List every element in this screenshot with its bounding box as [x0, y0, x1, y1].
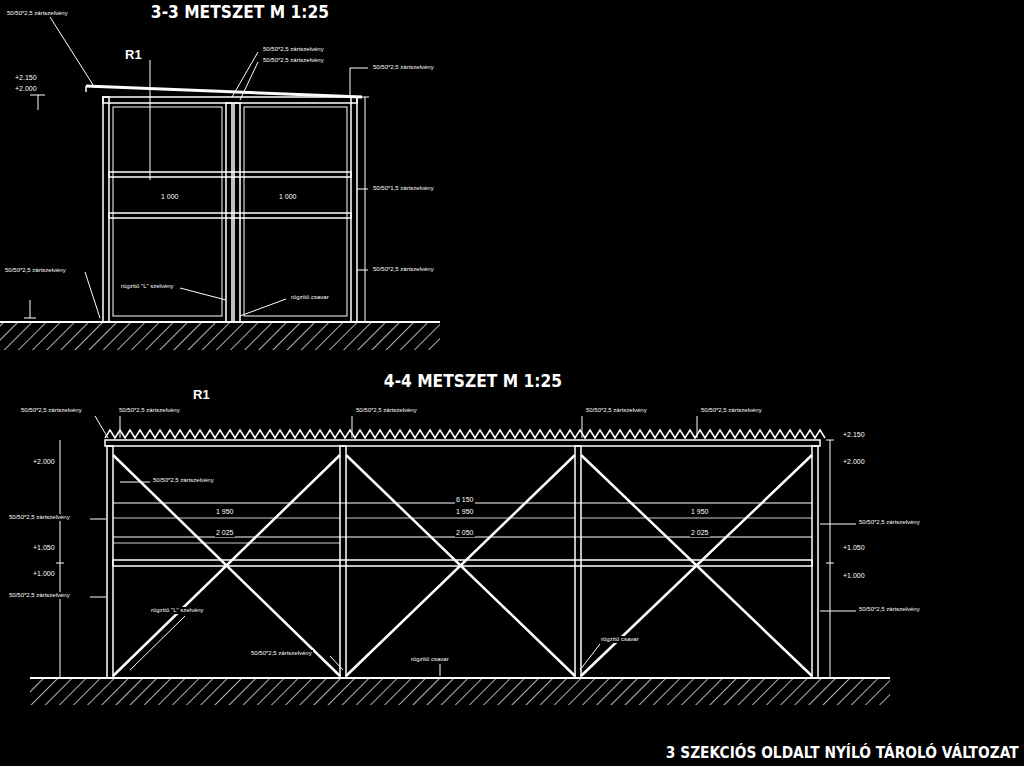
dimension-label: 50/50*2,5 zártszelvény — [8, 514, 71, 521]
dimension-label: +1.050 — [842, 544, 866, 552]
dimension-label: 50/50*2,5 zártszelvény — [858, 606, 921, 613]
dimension-label: +1.050 — [32, 544, 56, 552]
dimension-label: rögzítő "L" szelvény — [150, 607, 205, 614]
dimension-label: 50/50*2,5 zártszelvény — [355, 407, 418, 414]
dimension-label: +1.000 — [842, 572, 866, 580]
dimension-label: 50/50*1,5 zártszelvény — [372, 185, 435, 192]
dimension-label: rögzítő csavar — [410, 656, 450, 663]
dimension-label: +2.000 — [842, 458, 866, 466]
dimension-label: 50/50*2,5 zártszelvény — [858, 519, 921, 526]
dimension-label: 50/50*2,5 zártszelvény — [8, 592, 71, 599]
callout-number: R1 — [192, 388, 211, 402]
dimension-label: 50/50*2,5 zártszelvény — [20, 407, 83, 414]
dimension-label: +2.000 — [32, 458, 56, 466]
dimension-label: 50/50*2,5 zártszelvény — [6, 10, 69, 17]
dimension-label: 2 025 — [215, 529, 235, 537]
callout-number: R1 — [124, 48, 143, 62]
dimension-label: 50/50*2,5 zártszelvény — [372, 64, 435, 71]
dimension-label: rögzítő csavar — [600, 636, 640, 643]
dimension-label: 50/50*2,5 zártszelvény — [4, 267, 67, 274]
dimension-label: 2 050 — [455, 529, 475, 537]
section-title: 4-4 METSZET M 1:25 — [383, 371, 563, 391]
dimension-label: 1 950 — [215, 508, 235, 516]
dimension-label: 1 000 — [160, 193, 180, 201]
dimension-label: 1 950 — [455, 508, 475, 516]
corrugated-roof — [105, 430, 825, 438]
dimension-label: rögzítő "L" szelvény — [120, 283, 175, 290]
dimension-label: 50/50*2,5 zártszelvény — [118, 407, 181, 414]
dimension-label: 1 000 — [278, 193, 298, 201]
dimension-label: 50/50*2,5 zártszelvény — [262, 46, 325, 53]
dimension-label: 50/50*2,5 zártszelvény — [250, 650, 313, 657]
section-title: 3-3 METSZET M 1:25 — [150, 2, 330, 22]
dimension-label: +2.150 — [14, 74, 38, 82]
dimension-label: 2 025 — [690, 529, 710, 537]
dimension-label: +1.000 — [32, 570, 56, 578]
caption-title: 3 SZEKCIÓS OLDALT NYÍLÓ TÁROLÓ VÁLTOZAT — [665, 744, 1020, 762]
dimension-label: rögzítő csavar — [290, 294, 330, 301]
dimension-label: 1 950 — [690, 508, 710, 516]
dimension-label: 50/50*2,5 zártszelvény — [372, 266, 435, 273]
dimension-label: +2.000 — [14, 85, 38, 93]
dimension-label: +2.150 — [842, 431, 866, 439]
dimension-label: 50/50*2,5 zártszelvény — [700, 407, 763, 414]
dimension-label: 50/50*2,5 zártszelvény — [585, 407, 648, 414]
dimension-label: 50/50*2,5 zártszelvény — [152, 477, 215, 484]
dimension-label: 50/50*2,5 zártszelvény — [262, 57, 325, 64]
dimension-label: 6 150 — [455, 496, 475, 504]
